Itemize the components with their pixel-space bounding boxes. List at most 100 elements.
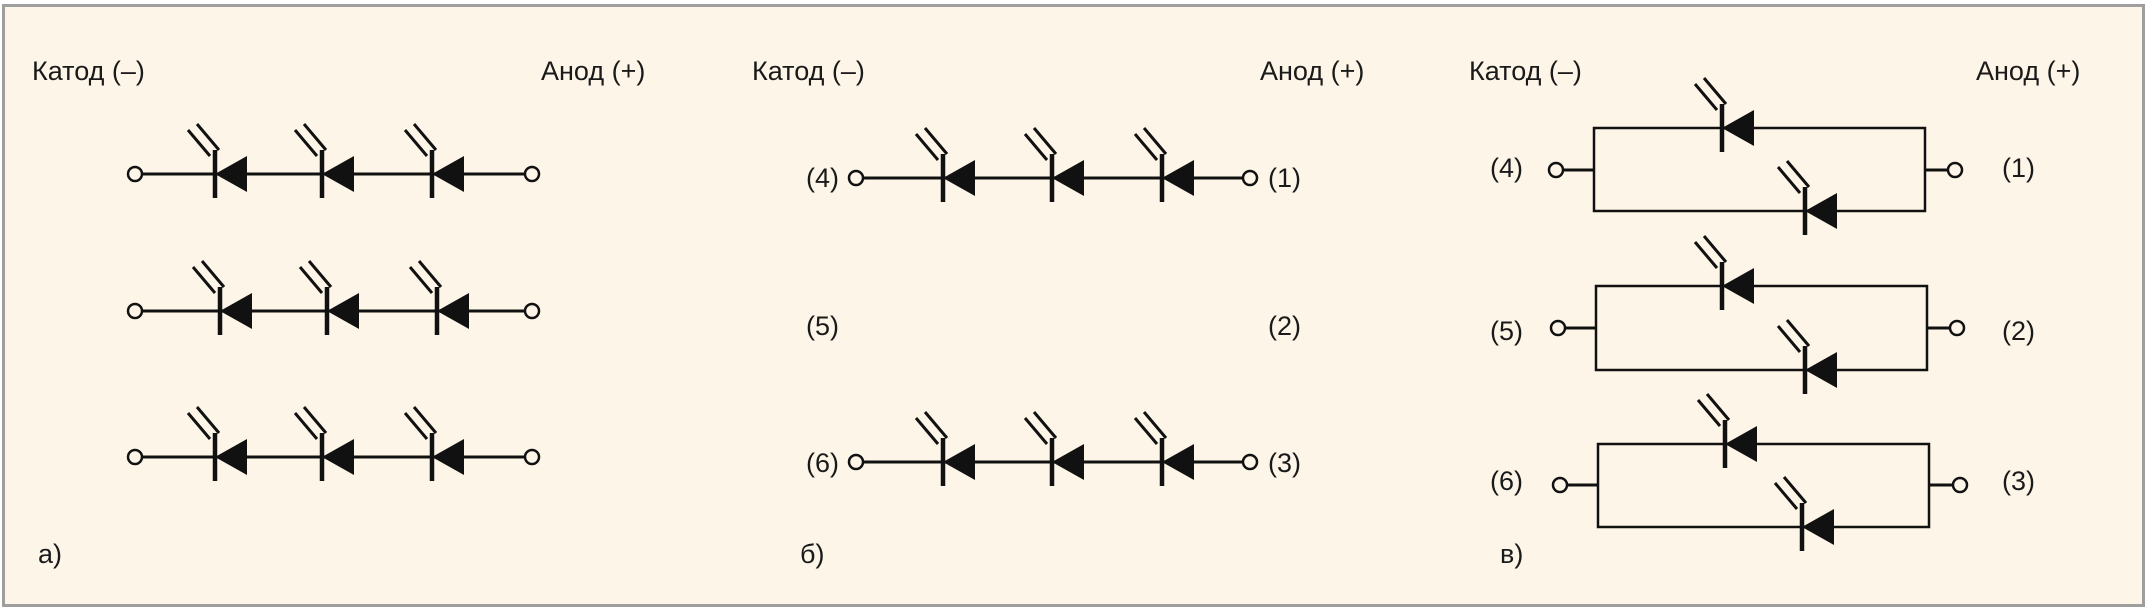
- panel-c-terminal-5: (5): [1490, 316, 1523, 346]
- panel-c-cathode-label: Катод (–): [1469, 56, 1582, 86]
- led-diode-body: [322, 156, 354, 192]
- light-ray-icon: [1023, 133, 1049, 161]
- light-ray-icon: [195, 123, 221, 151]
- led-diode-body: [432, 156, 464, 192]
- light-ray-icon: [403, 129, 429, 157]
- panel-c-terminal-1: (1): [2002, 153, 2035, 183]
- light-ray-icon: [1785, 160, 1811, 188]
- led-diode: [1133, 411, 1194, 486]
- terminal-icon: [847, 169, 865, 187]
- led-diode-body: [432, 439, 464, 475]
- terminal-icon: [126, 448, 144, 466]
- panel-b-terminal-2: (2): [1268, 311, 1301, 341]
- led-string: [847, 411, 1259, 486]
- led-diode: [186, 406, 247, 481]
- led-diode: [1693, 235, 1754, 310]
- led-diode: [1023, 411, 1084, 486]
- terminal-icon: [126, 165, 144, 183]
- led-diode: [1696, 393, 1757, 468]
- led-diode: [191, 260, 252, 335]
- panel-b-terminal-3: (3): [1268, 448, 1301, 478]
- panel-c-row-1: [1547, 77, 1964, 235]
- led-string: [126, 406, 541, 481]
- terminal-icon: [1948, 319, 1966, 337]
- panel-c-terminal-4: (4): [1490, 153, 1523, 183]
- panel-b-row-3: [847, 411, 1259, 486]
- led-diode-body: [1805, 193, 1837, 229]
- light-ray-icon: [302, 406, 328, 434]
- led-diode-body: [943, 444, 975, 480]
- light-ray-icon: [417, 260, 443, 288]
- panel-a-row-2: [126, 260, 541, 335]
- light-ray-icon: [1702, 235, 1728, 263]
- light-ray-icon: [1693, 83, 1719, 111]
- panel-c-terminal-3: (3): [2002, 466, 2035, 496]
- terminal-icon: [126, 302, 144, 320]
- light-ray-icon: [1705, 393, 1731, 421]
- light-ray-icon: [302, 123, 328, 151]
- light-ray-icon: [408, 266, 434, 294]
- terminal-icon: [1547, 161, 1565, 179]
- light-ray-icon: [1133, 133, 1159, 161]
- panel-c-caption: в): [1500, 539, 1523, 569]
- panel-b-terminal-4: (4): [806, 163, 839, 193]
- led-diode: [293, 406, 354, 481]
- light-ray-icon: [1776, 325, 1802, 353]
- led-string: [126, 260, 541, 335]
- terminal-icon: [1241, 169, 1259, 187]
- light-ray-icon: [1032, 411, 1058, 439]
- panel-b-terminal-5: (5): [806, 311, 839, 341]
- light-ray-icon: [914, 417, 940, 445]
- terminal-icon: [1549, 319, 1567, 337]
- led-diode-body: [322, 439, 354, 475]
- light-ray-icon: [914, 133, 940, 161]
- terminal-icon: [523, 448, 541, 466]
- panel-a-caption: а): [38, 539, 62, 569]
- led-diode-body: [215, 156, 247, 192]
- light-ray-icon: [403, 412, 429, 440]
- panel-b-anode-label: Анод (+): [1260, 56, 1364, 86]
- panel-c-anode-label: Анод (+): [1976, 56, 2080, 86]
- led-diode-body: [1802, 509, 1834, 545]
- light-ray-icon: [298, 266, 324, 294]
- led-diode: [1023, 127, 1084, 202]
- led-diode: [1773, 476, 1834, 551]
- led-diode-body: [220, 293, 252, 329]
- led-diode: [1776, 160, 1837, 235]
- panel-c-row-3: [1551, 393, 1969, 551]
- led-diode: [298, 260, 359, 335]
- led-string: [126, 123, 541, 198]
- panel-c-terminal-6: (6): [1490, 466, 1523, 496]
- panel-b-terminal-6: (6): [806, 448, 839, 478]
- light-ray-icon: [412, 123, 438, 151]
- panel-c-terminal-2: (2): [2002, 316, 2035, 346]
- led-diode: [186, 123, 247, 198]
- light-ray-icon: [1782, 476, 1808, 504]
- light-ray-icon: [1776, 166, 1802, 194]
- led-diode: [1776, 319, 1837, 394]
- led-diode: [914, 411, 975, 486]
- led-diode-body: [1052, 160, 1084, 196]
- terminal-icon: [523, 302, 541, 320]
- led-diode: [914, 127, 975, 202]
- light-ray-icon: [1785, 319, 1811, 347]
- parallel-loop: [1594, 284, 1929, 372]
- panel-b-terminal-1: (1): [1268, 163, 1301, 193]
- light-ray-icon: [191, 266, 217, 294]
- light-ray-icon: [1702, 77, 1728, 105]
- panel-c: Катод (–) Анод (+) в) (4) (1) (5) (2) (6…: [1469, 56, 2080, 569]
- led-diode: [408, 260, 469, 335]
- light-ray-icon: [1142, 411, 1168, 439]
- light-ray-icon: [412, 406, 438, 434]
- led-diode-body: [327, 293, 359, 329]
- panel-a-row-3: [126, 406, 541, 481]
- terminal-icon: [1241, 453, 1259, 471]
- panel-b-row-1: [847, 127, 1259, 202]
- panel-c-row-2: [1549, 235, 1966, 394]
- led-diode: [1133, 127, 1194, 202]
- light-ray-icon: [307, 260, 333, 288]
- led-diode: [293, 123, 354, 198]
- panel-b: Катод (–) Анод (+) б) (4) (1) (5) (2) (6…: [752, 56, 1364, 569]
- led-diode-body: [1162, 444, 1194, 480]
